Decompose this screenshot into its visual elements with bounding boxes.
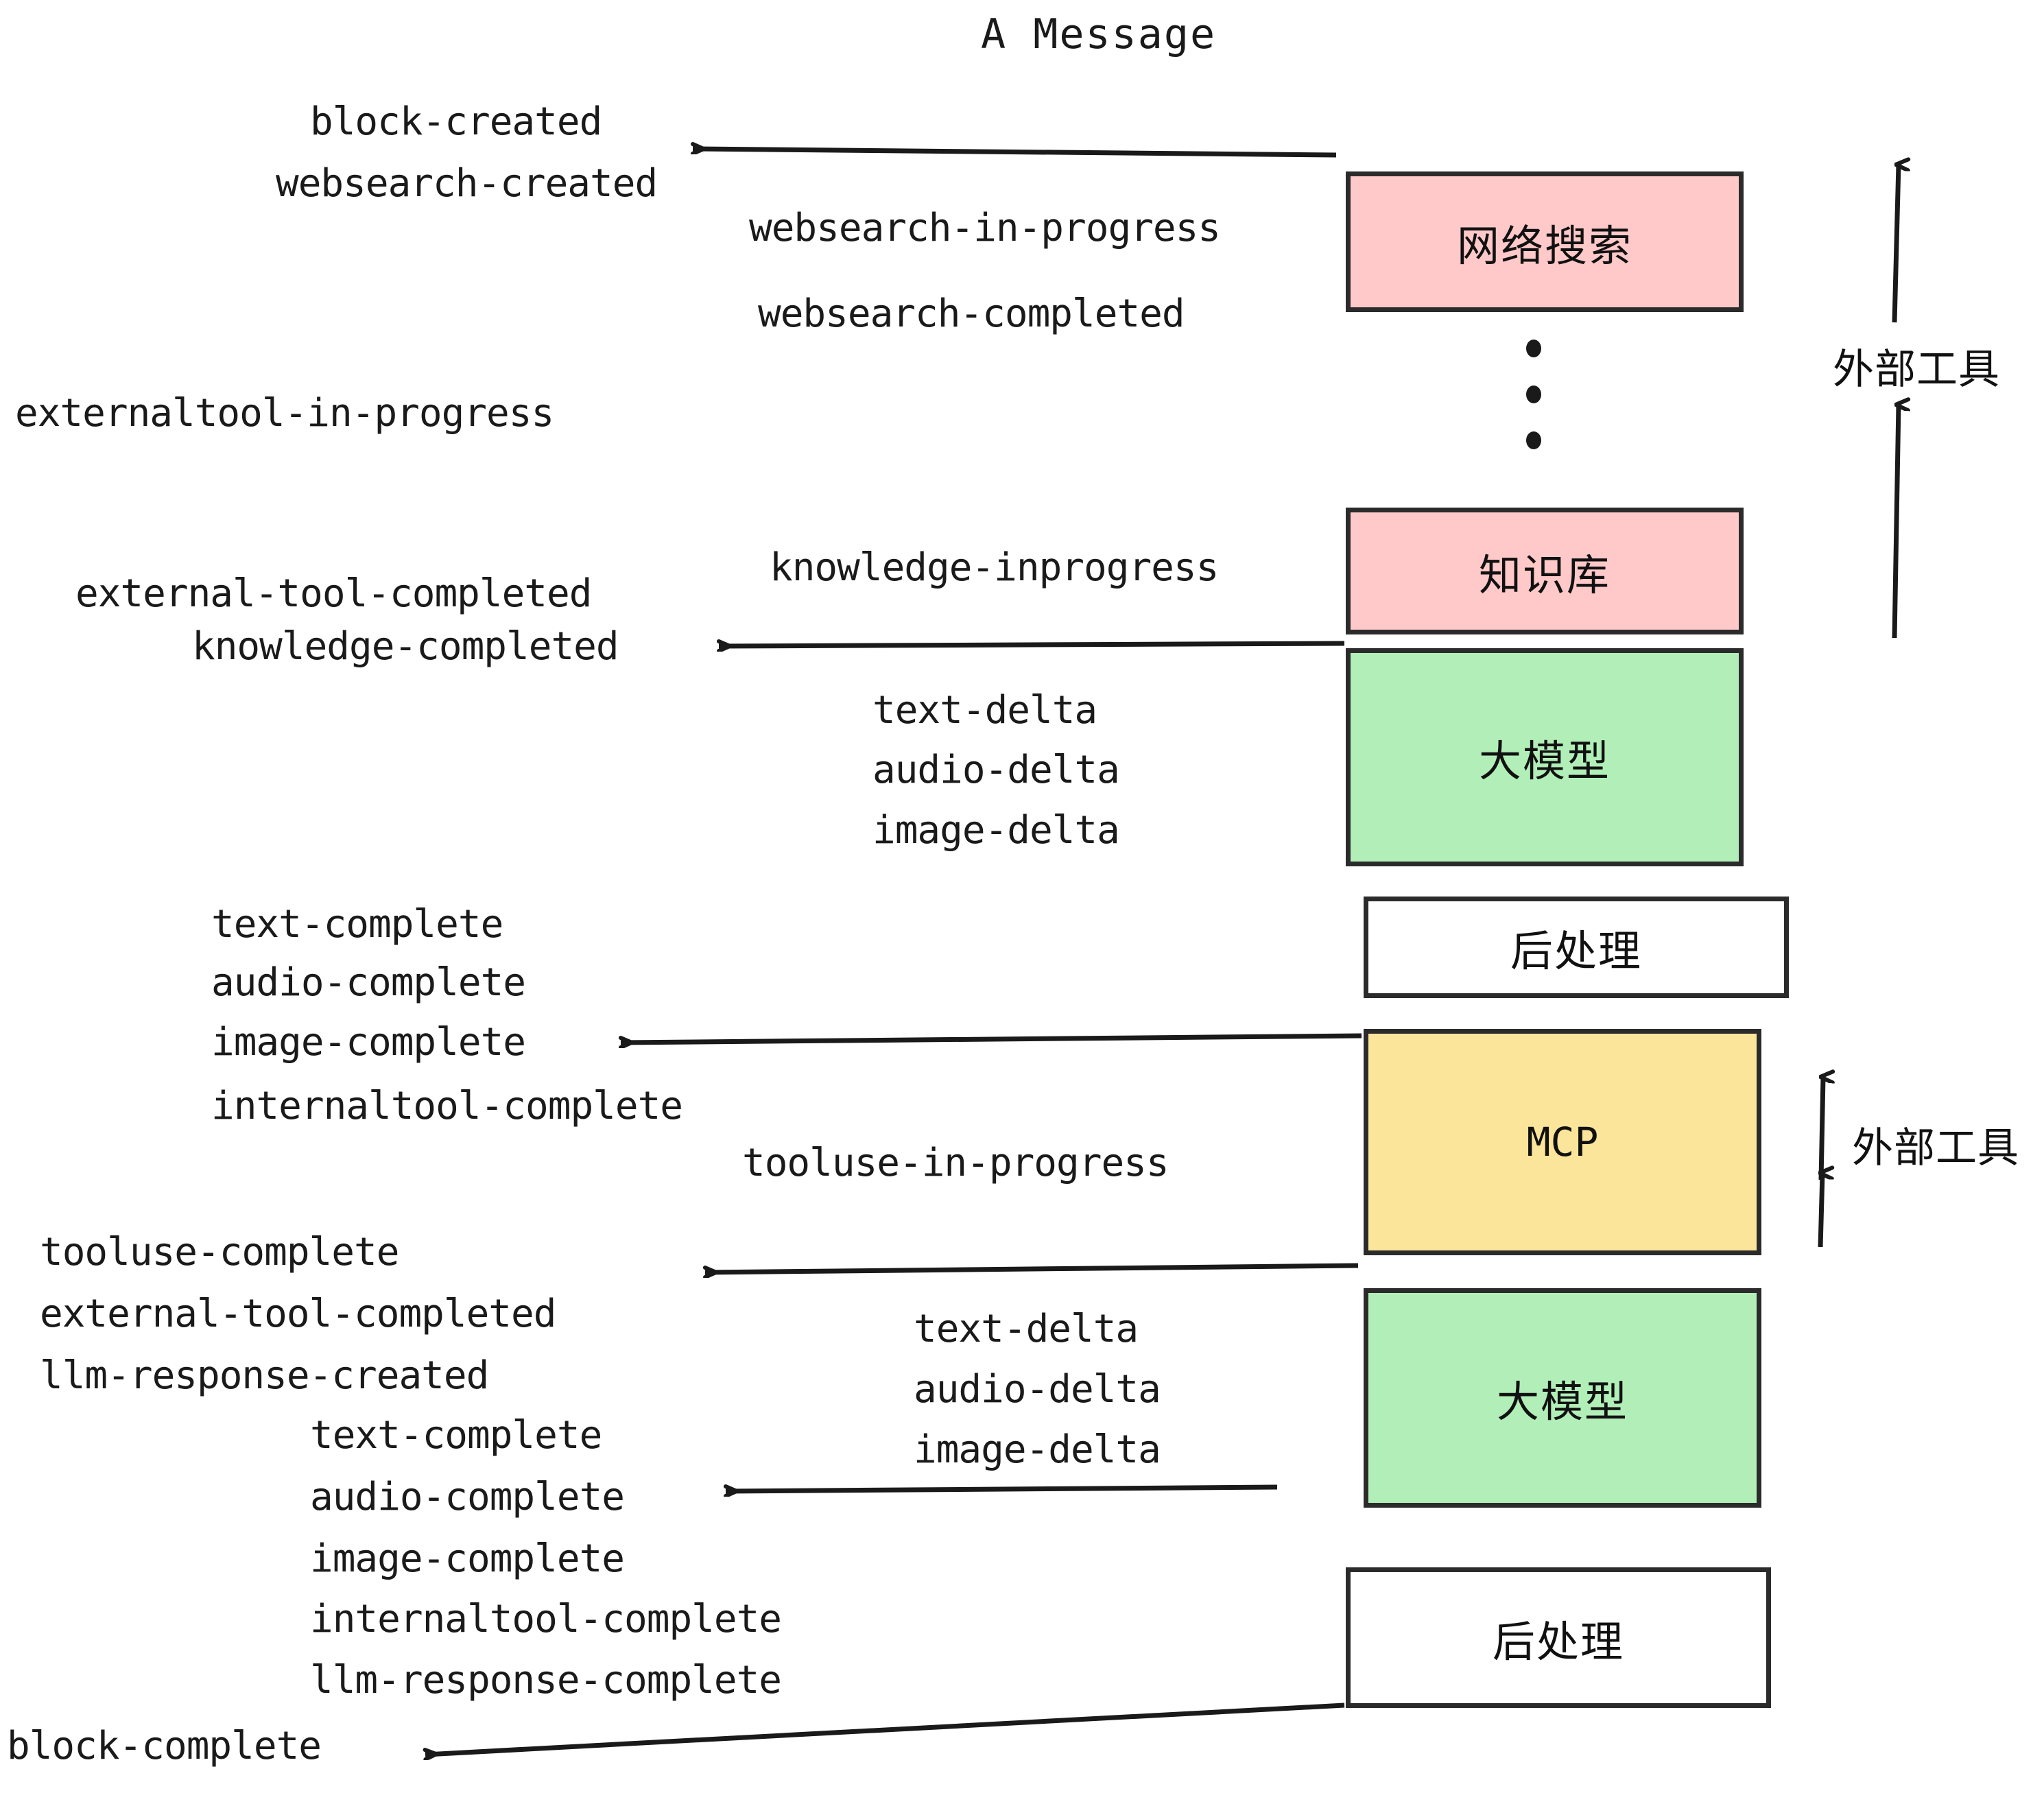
event-externaltool-in-progress: externaltool-in-progress <box>15 391 554 436</box>
arrow-mcp-to-tooluse-complete <box>705 1263 1359 1272</box>
box-llm-1[interactable]: 大模型 <box>1346 648 1744 866</box>
event-external-tool-completed-1: external-tool-completed <box>75 571 592 616</box>
arrow-external-tools-top-up <box>1892 165 1899 323</box>
box-websearch-label: 网络搜索 <box>1456 220 1632 271</box>
annotation-external-tools-top: 外部工具 <box>1833 346 2000 394</box>
event-knowledge-inprogress: knowledge-inprogress <box>770 545 1219 590</box>
event-image-delta-1: image-delta <box>872 808 1120 853</box>
event-llm-response-complete: llm-response-complete <box>310 1658 782 1702</box>
event-block-complete: block-complete <box>7 1724 322 1768</box>
box-postprocess-2-label: 后处理 <box>1492 1616 1624 1667</box>
event-text-complete-1: text-complete <box>211 902 503 947</box>
event-websearch-created: websearch-created <box>276 161 658 206</box>
arrow-postprocess1-to-image-complete <box>621 1033 1362 1043</box>
event-text-delta-1: text-delta <box>872 688 1097 733</box>
box-postprocess-2[interactable]: 后处理 <box>1346 1567 1771 1708</box>
event-audio-delta-2: audio-delta <box>914 1367 1161 1412</box>
event-internaltool-complete-2: internaltool-complete <box>310 1597 782 1641</box>
box-llm-2-label: 大模型 <box>1496 1377 1628 1427</box>
box-knowledge[interactable]: 知识库 <box>1346 508 1744 634</box>
page-title: A Message <box>981 10 1217 58</box>
arrow-knowledge-to-completed <box>719 643 1345 646</box>
arrow-external-tools-top-down <box>1892 405 1899 639</box>
box-mcp-label: MCP <box>1526 1119 1599 1165</box>
arrow-postprocess2-to-block-complete <box>425 1702 1345 1755</box>
box-mcp[interactable]: MCP <box>1364 1029 1761 1255</box>
event-audio-delta-1: audio-delta <box>872 748 1120 792</box>
box-websearch[interactable]: 网络搜索 <box>1346 171 1744 312</box>
event-audio-complete-2: audio-complete <box>310 1475 625 1519</box>
arrow-websearch-to-block-created <box>693 149 1337 158</box>
box-postprocess-1-label: 后处理 <box>1510 926 1642 976</box>
arrow-llm2-to-audio-complete <box>726 1487 1278 1491</box>
annotation-external-tools-bottom: 外部工具 <box>1852 1124 2019 1172</box>
event-internaltool-complete-1: internaltool-complete <box>211 1084 683 1128</box>
event-external-tool-completed-2: external-tool-completed <box>40 1292 556 1336</box>
box-llm-1-label: 大模型 <box>1478 736 1611 786</box>
event-tooluse-complete: tooluse-complete <box>40 1230 399 1274</box>
event-text-delta-2: text-delta <box>914 1307 1139 1351</box>
event-knowledge-completed: knowledge-completed <box>192 624 619 669</box>
event-image-complete-2: image-complete <box>310 1536 625 1581</box>
arrow-external-tools-bottom-down <box>1818 1173 1822 1248</box>
event-image-complete-1: image-complete <box>211 1020 526 1065</box>
event-websearch-in-progress: websearch-in-progress <box>749 206 1221 250</box>
box-llm-2[interactable]: 大模型 <box>1364 1288 1761 1508</box>
event-audio-complete-1: audio-complete <box>211 960 526 1005</box>
box-knowledge-label: 知识库 <box>1478 549 1611 600</box>
event-tooluse-in-progress: tooluse-in-progress <box>742 1141 1169 1185</box>
arrow-external-tools-bottom-up <box>1818 1077 1823 1180</box>
box-postprocess-1[interactable]: 后处理 <box>1364 897 1789 998</box>
event-text-complete-2: text-complete <box>310 1413 602 1458</box>
event-websearch-completed: websearch-completed <box>758 292 1185 336</box>
event-block-created: block-created <box>310 99 602 144</box>
event-image-delta-2: image-delta <box>914 1427 1161 1472</box>
vertical-ellipsis-icon <box>1526 340 1541 449</box>
event-llm-response-created: llm-response-created <box>40 1353 489 1398</box>
